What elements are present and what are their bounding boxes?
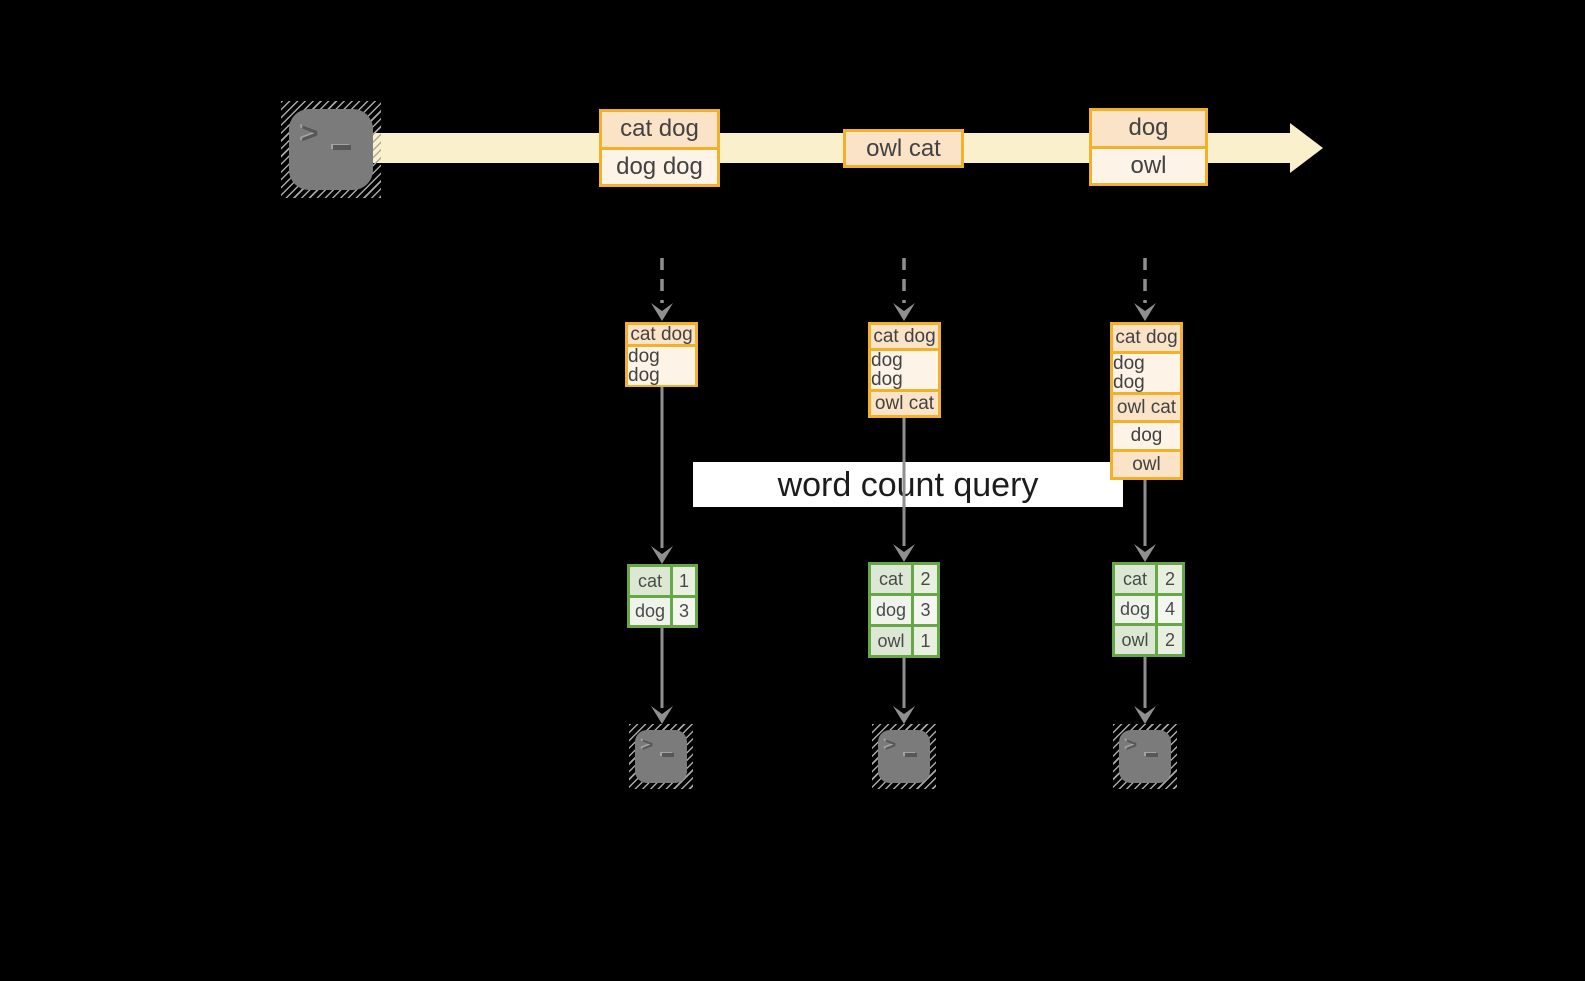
stream-timeline-arrowhead — [1290, 123, 1323, 173]
count-table-3: cat 2 dog 4 owl 2 — [1112, 562, 1185, 657]
dashed-arrow-to-buffer-3 — [1134, 258, 1156, 321]
buffer-record: owl — [1113, 451, 1180, 477]
terminal-prompt-underscore — [905, 753, 917, 757]
buffer-record: dog dog — [871, 351, 938, 389]
buffer-stack-2: cat dog dog dog owl cat — [868, 322, 941, 418]
dashed-arrow-to-buffer-2 — [893, 258, 915, 321]
event-record: owl — [1092, 148, 1205, 183]
buffer-record: cat dog — [1113, 325, 1180, 351]
buffer-record: cat dog — [871, 325, 938, 348]
terminal-screen — [878, 730, 930, 783]
count-value: 1 — [673, 567, 695, 595]
count-word: owl — [1115, 626, 1155, 654]
buffer-stack-3: cat dog dog dog owl cat dog owl — [1110, 322, 1183, 480]
count-value: 2 — [914, 565, 937, 593]
arrow-table-to-sink-3 — [1134, 657, 1156, 724]
terminal-icon: > — [629, 724, 693, 789]
count-value: 1 — [914, 627, 937, 655]
arrow-buffer-to-table-3 — [1134, 480, 1156, 562]
count-word: owl — [871, 627, 911, 655]
count-value: 2 — [1158, 626, 1182, 654]
buffer-record: owl cat — [871, 392, 938, 415]
query-label: word count query — [777, 465, 1039, 504]
count-table-1: cat 1 dog 3 — [627, 564, 698, 628]
terminal-prompt-chevron: > — [1126, 735, 1138, 756]
count-word: cat — [1115, 565, 1155, 593]
terminal-screen — [1119, 730, 1171, 783]
query-label-box: word count query — [693, 462, 1123, 507]
arrow-buffer-to-table-1 — [651, 387, 673, 564]
terminal-icon: > — [281, 101, 381, 198]
event-record: cat dog — [602, 112, 717, 147]
stream-event-box-2: owl cat — [843, 129, 964, 168]
terminal-prompt-chevron: > — [885, 735, 897, 756]
event-record: owl cat — [846, 132, 961, 165]
terminal-screen — [635, 730, 687, 783]
buffer-record: dog — [1113, 423, 1180, 449]
count-table-2: cat 2 dog 3 owl 1 — [868, 562, 940, 658]
terminal-icon: > — [872, 724, 936, 789]
terminal-prompt-underscore — [333, 145, 351, 150]
count-word: dog — [871, 596, 911, 624]
arrow-table-to-sink-1 — [651, 628, 673, 724]
terminal-prompt-chevron: > — [642, 735, 654, 756]
count-value: 4 — [1158, 595, 1182, 624]
event-record: dog — [1092, 111, 1205, 146]
event-record: dog dog — [602, 149, 717, 184]
count-value: 3 — [673, 597, 695, 625]
count-value: 2 — [1158, 565, 1182, 593]
terminal-prompt-underscore — [662, 753, 674, 757]
arrow-table-to-sink-2 — [893, 658, 915, 724]
buffer-record: dog dog — [628, 347, 695, 385]
stream-event-box-1: cat dog dog dog — [599, 109, 720, 187]
count-word: cat — [630, 567, 670, 595]
terminal-prompt-underscore — [1146, 753, 1158, 757]
terminal-icon: > — [1113, 724, 1177, 789]
count-word: dog — [630, 597, 670, 625]
count-word: cat — [871, 565, 911, 593]
buffer-stack-1: cat dog dog dog — [625, 322, 698, 387]
terminal-prompt-chevron: > — [301, 117, 319, 150]
terminal-screen — [289, 109, 373, 190]
buffer-record: cat dog — [628, 325, 695, 344]
stream-event-box-3: dog owl — [1089, 108, 1208, 186]
buffer-record: owl cat — [1113, 394, 1180, 420]
count-value: 3 — [914, 596, 937, 624]
dashed-arrow-to-buffer-1 — [651, 258, 673, 321]
count-word: dog — [1115, 595, 1155, 624]
buffer-record: dog dog — [1113, 353, 1180, 392]
